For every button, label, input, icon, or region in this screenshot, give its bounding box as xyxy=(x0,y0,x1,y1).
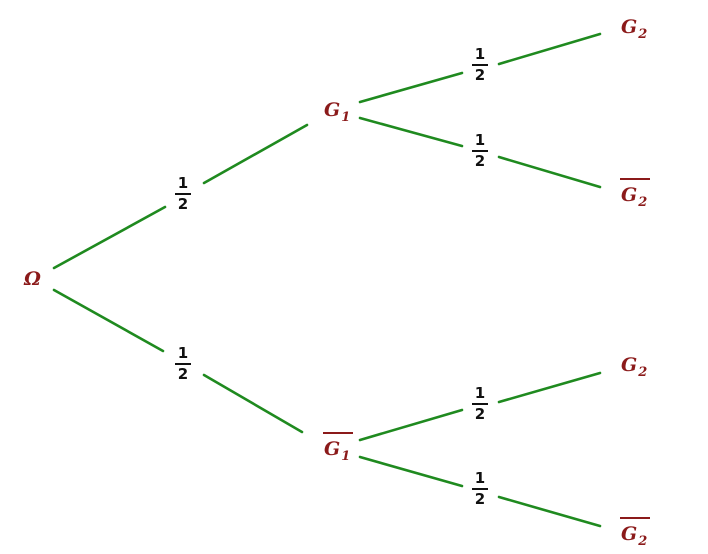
prob-denominator: 2 xyxy=(474,66,486,84)
root-label: Ω xyxy=(24,268,41,290)
complement-bar xyxy=(620,178,651,180)
branch-g1bar-g2bar-a xyxy=(358,455,464,488)
branch-root-g1-b xyxy=(202,123,309,185)
node-g1-complement-letter: G xyxy=(323,432,354,459)
root-node: Ω xyxy=(24,270,41,289)
prob-denominator: 2 xyxy=(177,195,189,213)
prob-numerator: 1 xyxy=(177,344,189,362)
prob-numerator: 1 xyxy=(474,131,486,149)
branch-g1bar-g2bar-b xyxy=(497,495,602,528)
prob-denominator: 2 xyxy=(177,365,189,383)
node-g2-complement-lower-subscript: 2 xyxy=(638,534,648,549)
node-g2-complement-lower-letter: G xyxy=(620,517,651,544)
node-g2-lower-subscript: 2 xyxy=(638,365,648,380)
node-g2-top: G2 xyxy=(621,16,647,42)
node-g2-lower: G2 xyxy=(621,354,647,380)
node-g1-complement: G1 xyxy=(323,432,354,463)
prob-numerator: 1 xyxy=(474,45,486,63)
fraction-bar xyxy=(472,488,488,490)
prob-denominator: 2 xyxy=(474,152,486,170)
fraction-bar xyxy=(175,363,191,365)
prob-g1-g2-complement: 1 2 xyxy=(470,133,490,169)
branch-root-g1bar-a xyxy=(52,288,165,353)
prob-g1-g2: 1 2 xyxy=(470,47,490,83)
node-g2-complement-lower: G2 xyxy=(620,517,651,548)
branch-g1-g2bar-b xyxy=(497,155,602,189)
prob-g1complement-g2-complement: 1 2 xyxy=(470,471,490,507)
branch-g1-g2bar-a xyxy=(358,116,464,148)
prob-root-g1-complement: 1 2 xyxy=(173,346,193,382)
fraction-bar xyxy=(175,193,191,195)
branch-root-g1bar-b xyxy=(202,373,304,434)
prob-root-g1: 1 2 xyxy=(173,176,193,212)
node-g1-letter: G xyxy=(324,99,341,121)
branch-g1-g2-a xyxy=(358,71,464,104)
complement-bar xyxy=(620,517,651,519)
node-g2-top-subscript: 2 xyxy=(638,27,648,42)
fraction-bar xyxy=(472,64,488,66)
complement-bar xyxy=(323,432,354,434)
node-g1-subscript: 1 xyxy=(341,110,351,125)
prob-g1complement-g2: 1 2 xyxy=(470,386,490,422)
fraction-bar xyxy=(472,150,488,152)
node-g1: G1 xyxy=(324,99,350,125)
fraction-bar xyxy=(472,403,488,405)
node-g2-complement-upper-subscript: 2 xyxy=(638,195,648,210)
branch-g1-g2-b xyxy=(497,32,602,66)
prob-denominator: 2 xyxy=(474,405,486,423)
prob-numerator: 1 xyxy=(474,384,486,402)
branch-g1bar-g2-a xyxy=(358,408,464,442)
branch-root-g1-a xyxy=(52,205,167,270)
node-g2-complement-upper: G2 xyxy=(620,178,651,209)
node-g2-lower-letter: G xyxy=(621,354,638,376)
node-g1-complement-subscript: 1 xyxy=(341,449,351,464)
prob-numerator: 1 xyxy=(177,174,189,192)
prob-denominator: 2 xyxy=(474,490,486,508)
node-g2-complement-upper-letter: G xyxy=(620,178,651,205)
prob-numerator: 1 xyxy=(474,469,486,487)
branch-g1bar-g2-b xyxy=(497,371,602,404)
node-g2-top-letter: G xyxy=(621,16,638,38)
